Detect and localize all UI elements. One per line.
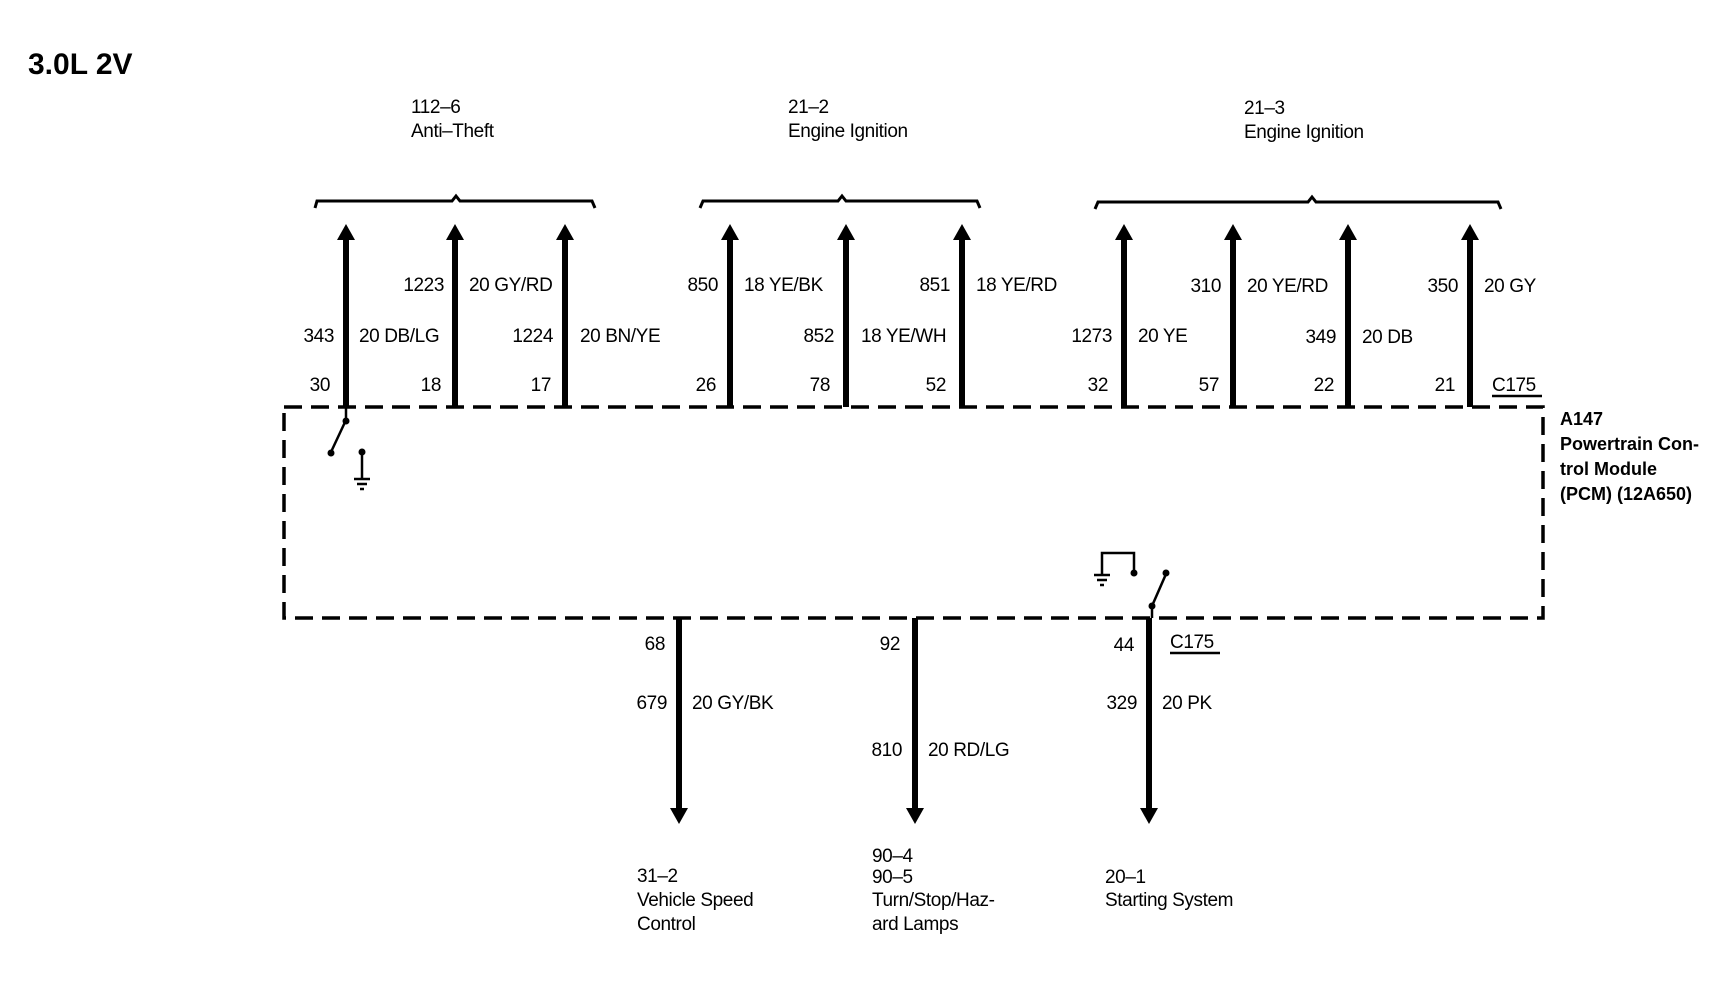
- top-wire-32: [1115, 224, 1133, 407]
- pin-17: 17: [531, 375, 551, 396]
- dest-ref-90-5: 90–5: [872, 867, 913, 888]
- module-name-line-1: Powertrain Con-: [1560, 434, 1699, 454]
- dest-ref-20-1: 20–1: [1105, 867, 1146, 888]
- group-name-anti-theft: Anti–Theft: [411, 121, 495, 142]
- dest-name-starting-system: Starting System: [1105, 890, 1233, 911]
- pin-32: 32: [1088, 375, 1108, 396]
- brace-anti-theft: [313, 193, 597, 209]
- group-ref-engine-ignition-1: 21–2: [788, 97, 829, 118]
- dest-ref-31-2: 31–2: [637, 866, 678, 887]
- circuit-852: 852: [803, 326, 834, 347]
- engine-title: 3.0L 2V: [28, 48, 133, 81]
- group-ref-engine-ignition-2: 21–3: [1244, 98, 1285, 119]
- circuit-851: 851: [919, 275, 950, 296]
- module-name-line-3: (PCM) (12A650): [1560, 484, 1692, 504]
- top-wire-21: [1461, 224, 1479, 407]
- dest-name-ard-lamps: ard Lamps: [872, 914, 958, 935]
- ground-switch-symbol: [327, 407, 370, 491]
- dest-name-turn-stop-haz: Turn/Stop/Haz-: [872, 890, 995, 911]
- pin-30: 30: [310, 375, 330, 396]
- pin-26: 26: [696, 375, 716, 396]
- wire-color-18-ye-wh: 18 YE/WH: [861, 326, 946, 347]
- pin-44: 44: [1114, 635, 1135, 656]
- wire-color-20-gy-bk: 20 GY/BK: [692, 693, 774, 714]
- pin-21: 21: [1435, 375, 1455, 396]
- wire-color-18-ye-rd: 18 YE/RD: [976, 275, 1057, 296]
- pin-52: 52: [926, 375, 946, 396]
- dest-ref-90-4: 90–4: [872, 846, 914, 867]
- bottom-wire-44: [1140, 618, 1158, 824]
- dest-name-vehicle-speed: Vehicle Speed: [637, 890, 753, 911]
- pin-18: 18: [421, 375, 441, 396]
- wire-color-20-ye-rd: 20 YE/RD: [1247, 276, 1328, 297]
- top-wire-52: [953, 224, 971, 407]
- top-wire-17: [556, 224, 574, 407]
- module-id: A147: [1560, 409, 1603, 429]
- module-name-line-2: trol Module: [1560, 459, 1657, 479]
- wire-color-20-bn-ye: 20 BN/YE: [580, 326, 660, 347]
- wire-color-20-rd-lg: 20 RD/LG: [928, 740, 1009, 761]
- circuit-329: 329: [1106, 693, 1137, 714]
- wire-color-20-gy: 20 GY: [1484, 276, 1537, 297]
- circuit-1273: 1273: [1071, 326, 1112, 347]
- pin-92: 92: [880, 634, 900, 655]
- pin-68: 68: [645, 634, 665, 655]
- circuit-343: 343: [303, 326, 334, 347]
- wire-color-20-db: 20 DB: [1362, 327, 1413, 348]
- bottom-wire-92: [906, 618, 924, 824]
- connector-c175-bottom: C175: [1170, 632, 1214, 653]
- pin-22: 22: [1314, 375, 1334, 396]
- top-wire-22: [1339, 224, 1357, 407]
- brace-engine-ignition-2: [1093, 194, 1503, 210]
- wire-color-20-db-lg: 20 DB/LG: [359, 326, 439, 347]
- circuit-810: 810: [871, 740, 902, 761]
- circuit-349: 349: [1305, 327, 1336, 348]
- circuit-1223: 1223: [403, 275, 444, 296]
- dest-name-control: Control: [637, 914, 695, 935]
- brace-engine-ignition-1: [698, 193, 982, 209]
- wire-color-20-gy-rd: 20 GY/RD: [469, 275, 552, 296]
- circuit-310: 310: [1190, 276, 1221, 297]
- top-wire-57: [1224, 224, 1242, 407]
- wire-color-20-ye: 20 YE: [1138, 326, 1187, 347]
- top-wire-18: [446, 224, 464, 407]
- top-wire-78: [837, 224, 855, 407]
- circuit-350: 350: [1427, 276, 1458, 297]
- group-ref-anti-theft: 112–6: [411, 97, 460, 118]
- wire-color-18-ye-bk: 18 YE/BK: [744, 275, 824, 296]
- group-name-engine-ignition-2: Engine Ignition: [1244, 122, 1364, 143]
- top-wire-26: [721, 224, 739, 407]
- circuit-850: 850: [687, 275, 718, 296]
- top-wire-30: [337, 224, 355, 407]
- circuit-679: 679: [636, 693, 667, 714]
- group-name-engine-ignition-1: Engine Ignition: [788, 121, 908, 142]
- pcm-module-outline: [282, 405, 1545, 620]
- pin-78: 78: [810, 375, 830, 396]
- bottom-wire-68: [670, 618, 688, 824]
- pin-57: 57: [1199, 375, 1219, 396]
- starter-switch-symbol: [1094, 551, 1170, 618]
- circuit-1224: 1224: [512, 326, 554, 347]
- wire-color-20-pk: 20 PK: [1162, 693, 1212, 714]
- connector-c175-top: C175: [1492, 375, 1536, 396]
